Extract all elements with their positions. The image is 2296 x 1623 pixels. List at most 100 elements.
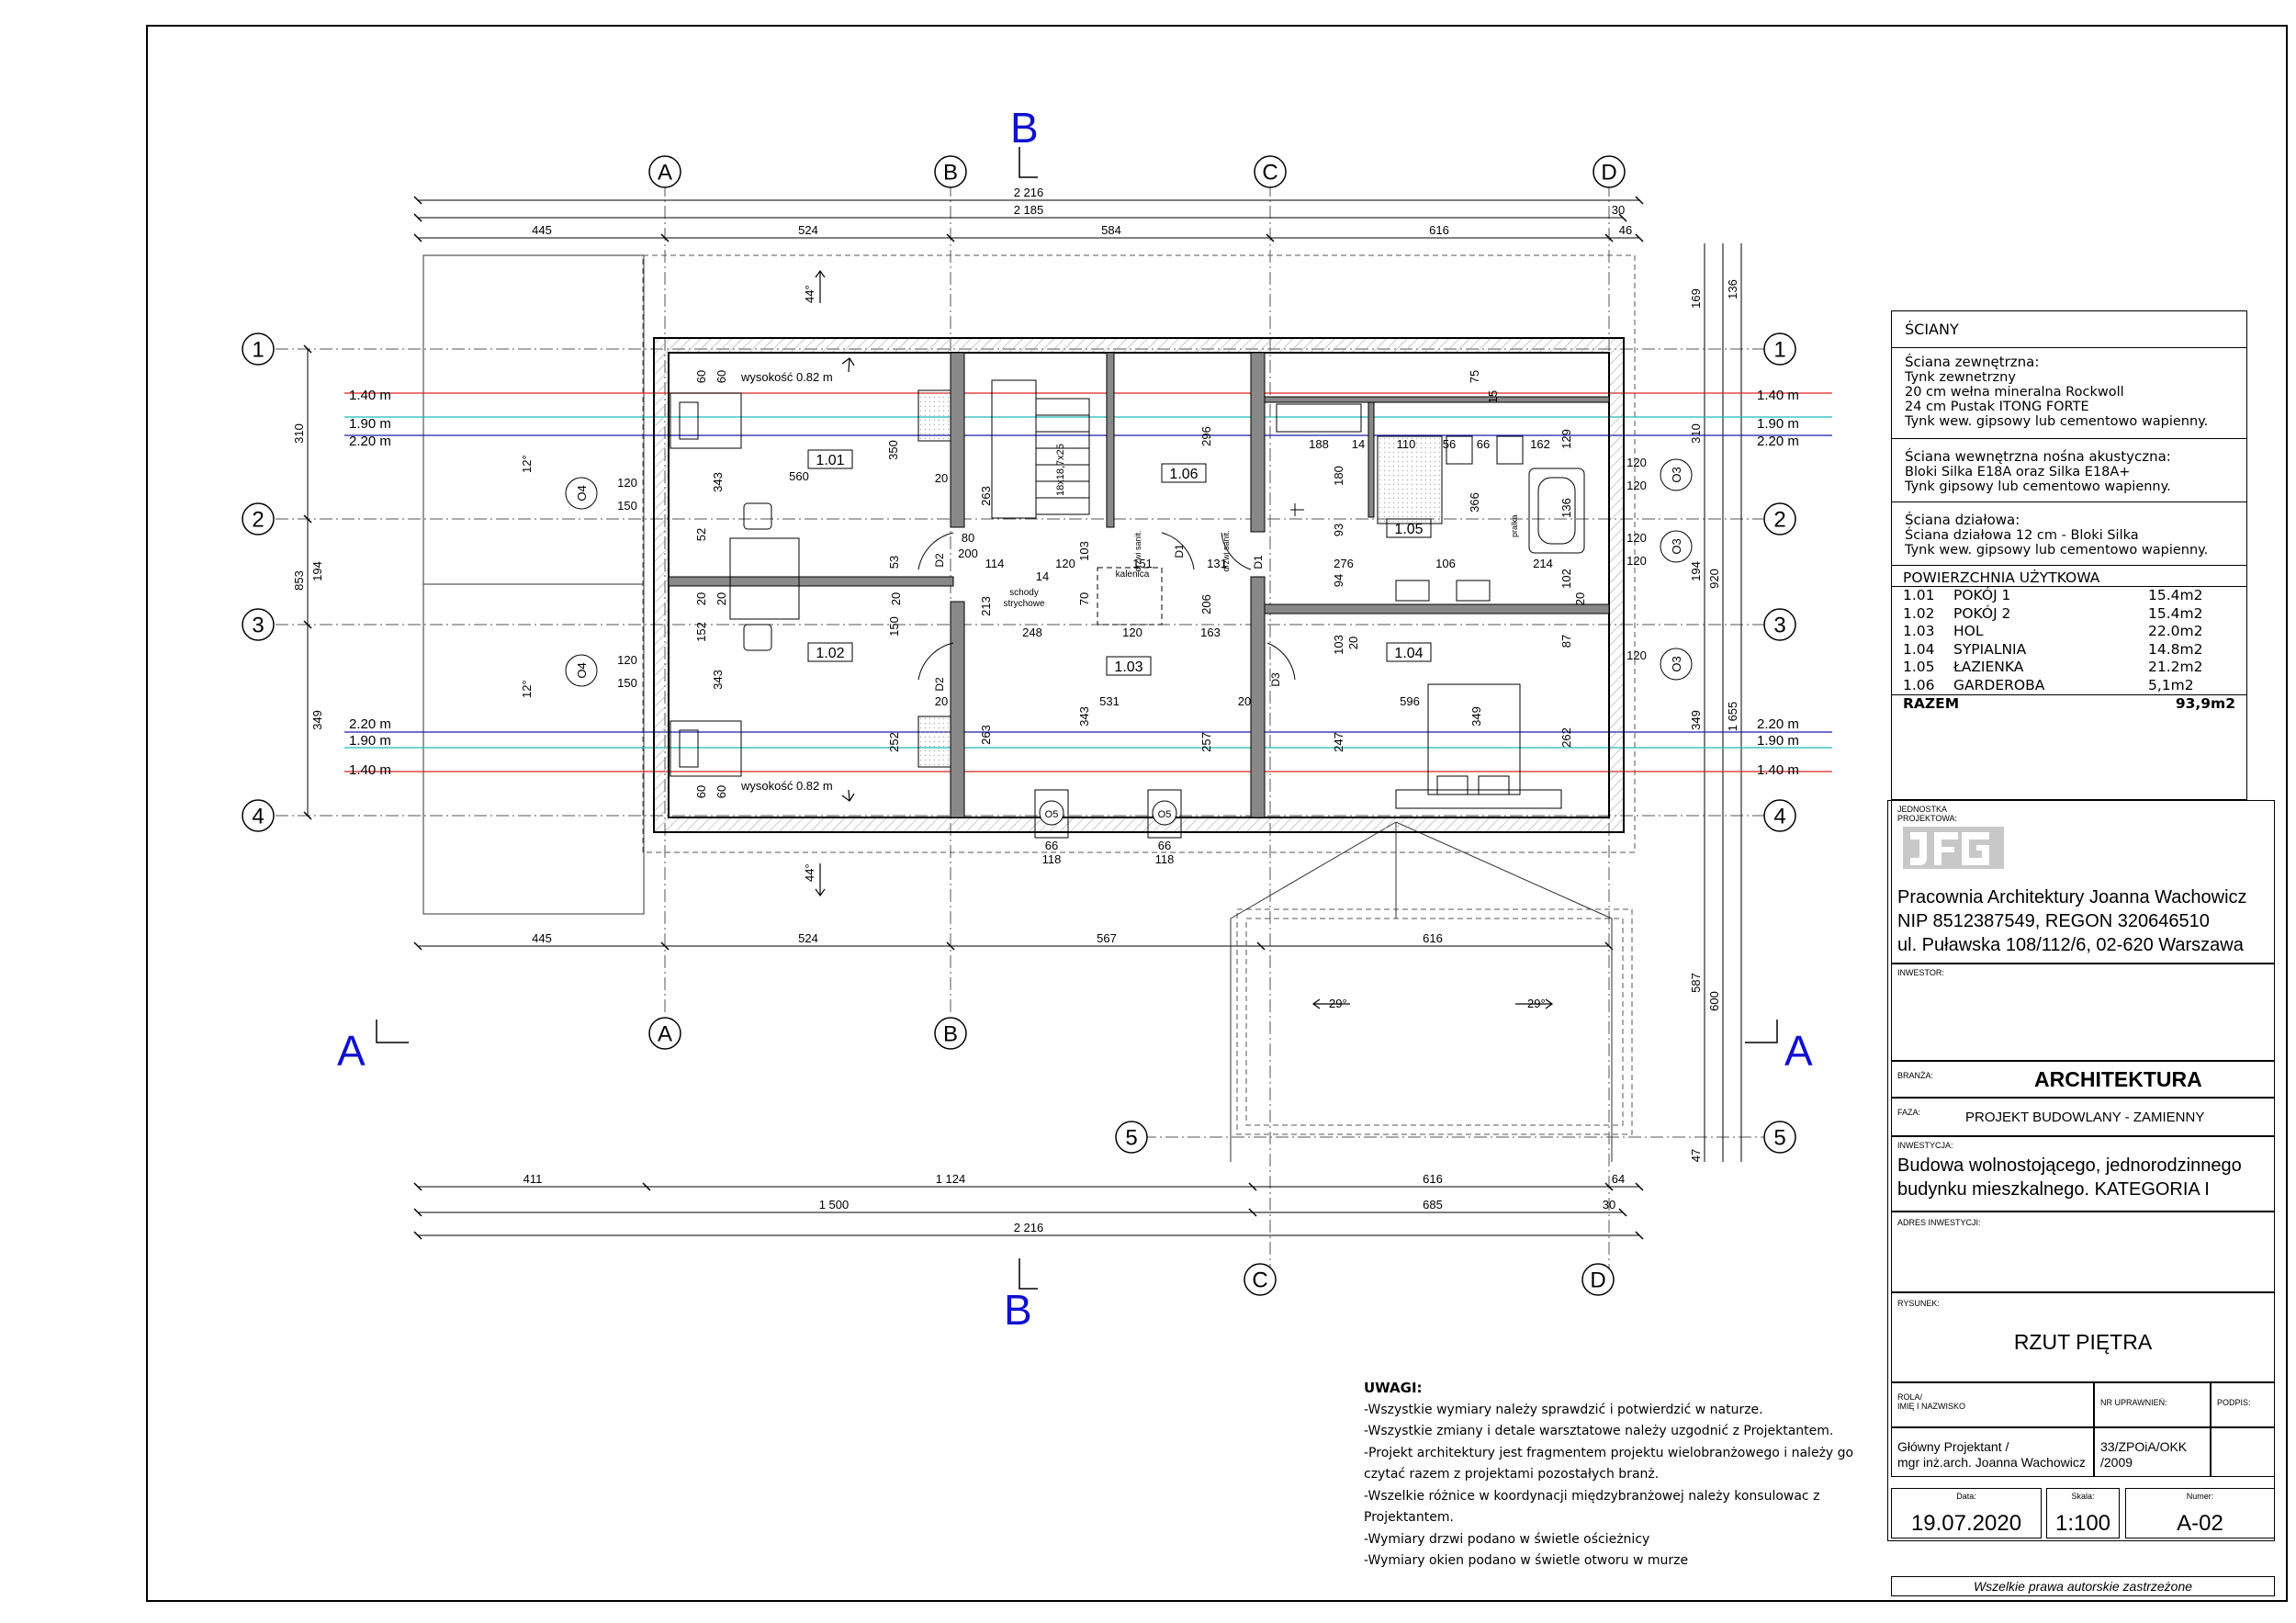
investment-value: Budowa wolnostojącego, jednorodzinnego b… (1897, 1154, 2242, 1201)
axis-label-a-top: A (658, 161, 672, 186)
branch-value: ARCHITEKTURA (2034, 1067, 2202, 1091)
level-140-right-bottom: 1.40 m (1757, 762, 1799, 778)
license-line: 33/ZPOiA/OKK (2100, 1439, 2188, 1454)
dim-bot-total: 2 216 (1014, 1221, 1044, 1234)
firm-name: Pracownia Architektury Joanna Wachowicz (1897, 887, 2247, 907)
window-tags (565, 458, 1693, 839)
axis-label-1-left: 1 (252, 338, 264, 363)
svg-text:214: 214 (1533, 557, 1553, 570)
axis-label-3-right: 3 (1773, 614, 1785, 638)
unit-label: JEDNOSTKA PROJEKTOWA: (1897, 805, 1958, 823)
dimension-lines (307, 199, 1742, 1236)
door-D1-a: D1 (1173, 544, 1186, 558)
axis-label-a-bottom: A (658, 1022, 672, 1047)
dim-left-3: 349 (310, 710, 324, 730)
room-104: 1.04 (1394, 646, 1423, 661)
svg-text:276: 276 (1334, 557, 1354, 570)
window-O5-a: O5 (1045, 809, 1059, 820)
inv-address-cell: ADRES INWESTYCJI: (1891, 1212, 2275, 1292)
svg-text:247: 247 (1332, 732, 1345, 752)
ext-line: Tynk zewnetrzny (1905, 370, 2016, 385)
phase-cell: FAZA: PROJEKT BUDOWLANY - ZAMIENNY (1891, 1098, 2275, 1136)
level-190-right-bottom: 1.90 m (1757, 733, 1799, 749)
dim-bot-r1-2: 1 124 (936, 1172, 966, 1186)
internal-wall-spec: Ściana wewnętrzna nośna akustyczna: Blok… (1892, 439, 2246, 502)
win-size-3: 120 (617, 653, 637, 667)
designer-name: Główny Projektant / mgr inż.arch. Joanna… (1892, 1428, 2093, 1471)
designer-line: Główny Projektant / (1897, 1439, 2009, 1454)
note-line: -Wszystkie wymiary należy sprawdzić i po… (1364, 1402, 1763, 1417)
dim-bot-r1-1: 411 (523, 1172, 543, 1186)
win-size-4: 150 (617, 676, 637, 690)
dim-mid-seg-1: 445 (532, 931, 552, 945)
svg-text:263: 263 (979, 725, 993, 745)
dim-left-4: 853 (292, 570, 306, 591)
svg-text:87: 87 (1559, 635, 1573, 648)
room-101: 1.01 (816, 453, 844, 468)
svg-text:163: 163 (1200, 626, 1221, 639)
level-190-left-bottom: 1.90 m (349, 733, 391, 749)
license-header-cell: NR UPRAWNIEŃ: (2094, 1382, 2211, 1427)
role-label: ROLA/ (1897, 1392, 1923, 1402)
svg-text:60: 60 (715, 785, 728, 798)
investment-line: Budowa wolnostojącego, jednorodzinnego (1897, 1155, 2242, 1176)
dim-top-seg-2: 524 (798, 223, 818, 237)
dim-right-3: 310 (1689, 423, 1703, 444)
external-walls (653, 337, 1625, 833)
axis-label-c-bottom: C (1252, 1268, 1267, 1293)
dim-top-seg-5: 46 (1619, 223, 1632, 237)
svg-text:20: 20 (715, 592, 728, 605)
axis-label-4-right: 4 (1773, 805, 1785, 829)
axis-bubbles-numbers (242, 332, 1796, 1154)
investment-line: budynku mieszkalnego. KATEGORIA I (1897, 1179, 2210, 1200)
window-O5-b: O5 (1158, 809, 1172, 820)
o5-size-a1: 66 (1045, 839, 1058, 852)
walls-title: ŚCIANY (1892, 311, 2246, 348)
axis-label-1-right: 1 (1773, 338, 1785, 363)
party-wall-spec: Ściana działowa: Ściana działowa 12 cm -… (1892, 502, 2246, 566)
role-header-cell: ROLA/ IMIĘ I NAZWISKO (1891, 1382, 2094, 1427)
dim-right-6: 920 (1707, 569, 1721, 589)
axis-label-2-right: 2 (1773, 508, 1785, 533)
designer-cell: Główny Projektant / mgr inż.arch. Joanna… (1891, 1427, 2094, 1477)
door-D2-b: D2 (933, 677, 946, 692)
axis-label-5-left: 5 (1125, 1126, 1137, 1151)
svg-text:94: 94 (1332, 574, 1345, 587)
svg-text:80: 80 (962, 531, 974, 545)
axis-label-2-left: 2 (252, 508, 264, 533)
note-line: -Wymiary okien podano w świetle otworu w… (1364, 1553, 1689, 1568)
dim-right-4: 194 (1689, 561, 1703, 581)
axis-label-c-top: C (1262, 161, 1277, 186)
dimension-ticks (303, 196, 1644, 1240)
note-line: czytać razem z projektami pozostałych br… (1364, 1467, 1660, 1482)
signature-label: PODPIS: (2217, 1398, 2251, 1407)
svg-text:70: 70 (1077, 592, 1091, 605)
axis-bubbles-letters (648, 155, 1626, 1296)
svg-text:93: 93 (1332, 524, 1345, 536)
svg-text:151: 151 (1132, 557, 1153, 570)
svg-text:262: 262 (1559, 727, 1573, 748)
chimney-label: kalenica (1116, 569, 1150, 580)
height-note-bottom: wysokość 0.82 m (740, 779, 833, 793)
svg-text:20: 20 (935, 471, 948, 485)
section-b-top: B (1010, 104, 1039, 152)
note-line: Projektantem. (1364, 1510, 1454, 1525)
party-line: Ściana działowa 12 cm - Bloki Silka (1905, 528, 2139, 543)
svg-text:560: 560 (789, 469, 809, 483)
dim-right-7: 1 655 (1726, 702, 1739, 732)
scale-cell: Skala: 1:100 (2046, 1488, 2120, 1538)
signature-cell (2211, 1427, 2275, 1477)
svg-text:129: 129 (1559, 429, 1573, 449)
svg-text:56: 56 (1443, 437, 1456, 451)
number-label: Numer: (2186, 1492, 2214, 1501)
svg-text:252: 252 (887, 732, 901, 752)
phase-value: PROJEKT BUDOWLANY - ZAMIENNY (1965, 1110, 2205, 1125)
dim-bot-r1-3: 616 (1423, 1172, 1443, 1186)
copyright-text: Wszelkie prawa autorskie zastrzeżone (1973, 1579, 2193, 1594)
staircase (991, 379, 1163, 626)
slope-44-bottom: 44° (803, 863, 816, 882)
level-220-left-top: 2.20 m (349, 434, 391, 449)
